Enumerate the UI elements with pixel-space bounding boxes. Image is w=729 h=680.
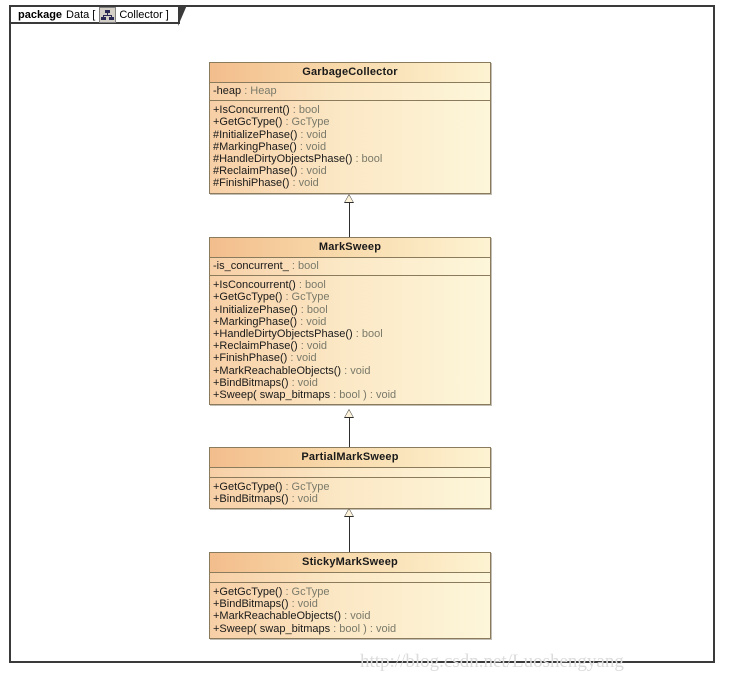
operation-row: #MarkingPhase() : void: [213, 140, 327, 153]
operation-row: +ReclaimPhase() : void: [213, 340, 328, 353]
class-box-garbage-collector[interactable]: GarbageCollector -heap : Heap +IsConcurr…: [209, 62, 491, 194]
operation-row: +InitializePhase() : bool: [213, 303, 328, 316]
operation-row: +GetGcType() : GcType: [213, 116, 330, 129]
operation-row: +GetGcType() : GcType: [213, 481, 330, 493]
diagram-name: Collector: [119, 8, 163, 21]
class-name-partial-mark-sweep: PartialMarkSweep: [210, 448, 490, 468]
class-name-garbage-collector: GarbageCollector: [210, 63, 490, 83]
operation-row: +Sweep( swap_bitmaps : bool ) : void: [213, 389, 397, 402]
package-name: Data: [66, 8, 90, 21]
bracket-close: ]: [165, 8, 169, 21]
generalization-line: [349, 203, 350, 237]
class-name-mark-sweep: MarkSweep: [210, 238, 490, 258]
operation-row: +BindBitmaps() : void: [213, 598, 318, 611]
package-tab[interactable]: package Data [ Collector ]: [9, 5, 187, 26]
class-box-mark-sweep[interactable]: MarkSweep -is_concurrent_ : bool +IsConc…: [209, 237, 491, 406]
operation-row: #HandleDirtyObjectsPhase() : bool: [213, 153, 383, 166]
attributes-compartment-garbage-collector: -heap : Heap: [210, 83, 490, 102]
attribute-row: -is_concurrent_ : bool: [213, 260, 319, 272]
class-diagram-icon: [99, 6, 117, 23]
operation-row: +MarkReachableObjects() : void: [213, 364, 371, 377]
attribute-row: -heap : Heap: [213, 85, 277, 97]
operation-row: +MarkingPhase() : void: [213, 315, 327, 328]
operations-compartment-mark-sweep: +IsConcourrent() : bool +GetGcType() : G…: [210, 276, 490, 404]
operation-row: #ReclaimPhase() : void: [213, 165, 327, 178]
generalization-line: [349, 517, 350, 552]
operation-row: +GetGcType() : GcType: [213, 291, 330, 304]
operation-row: +FinishPhase() : void: [213, 352, 317, 365]
class-box-partial-mark-sweep[interactable]: PartialMarkSweep +GetGcType() : GcType +…: [209, 447, 491, 510]
attributes-compartment-partial-mark-sweep: [210, 468, 490, 478]
operations-compartment-partial-mark-sweep: +GetGcType() : GcType +BindBitmaps() : v…: [210, 478, 490, 508]
operation-row: +BindBitmaps() : void: [213, 493, 318, 506]
watermark: http://blog.csdn.net/Luoshengyang: [360, 651, 624, 672]
attributes-compartment-mark-sweep: -is_concurrent_ : bool: [210, 258, 490, 277]
operations-compartment-garbage-collector: +IsConcurrent() : bool +GetGcType() : Gc…: [210, 101, 490, 192]
attributes-compartment-sticky-mark-sweep: [210, 573, 490, 583]
operation-row: +MarkReachableObjects() : void: [213, 610, 371, 623]
operation-row: #InitializePhase() : void: [213, 128, 327, 141]
operations-compartment-sticky-mark-sweep: +GetGcType() : GcType +BindBitmaps() : v…: [210, 583, 490, 638]
class-box-sticky-mark-sweep[interactable]: StickyMarkSweep +GetGcType() : GcType +B…: [209, 552, 491, 639]
operation-row: +BindBitmaps() : void: [213, 376, 318, 389]
operation-row: #FinishiPhase() : void: [213, 177, 319, 190]
class-name-sticky-mark-sweep: StickyMarkSweep: [210, 553, 490, 573]
operation-row: +HandleDirtyObjectsPhase() : bool: [213, 328, 383, 341]
generalization-line: [349, 418, 350, 447]
operation-row: +GetGcType() : GcType: [213, 586, 330, 598]
bracket-open: [: [92, 8, 96, 21]
operation-row: +IsConcurrent() : bool: [213, 104, 320, 117]
operation-row: +IsConcourrent() : bool: [213, 279, 326, 292]
operation-row: +Sweep( swap_bitmaps : bool ) : void: [213, 622, 397, 635]
package-keyword: package: [18, 8, 63, 21]
